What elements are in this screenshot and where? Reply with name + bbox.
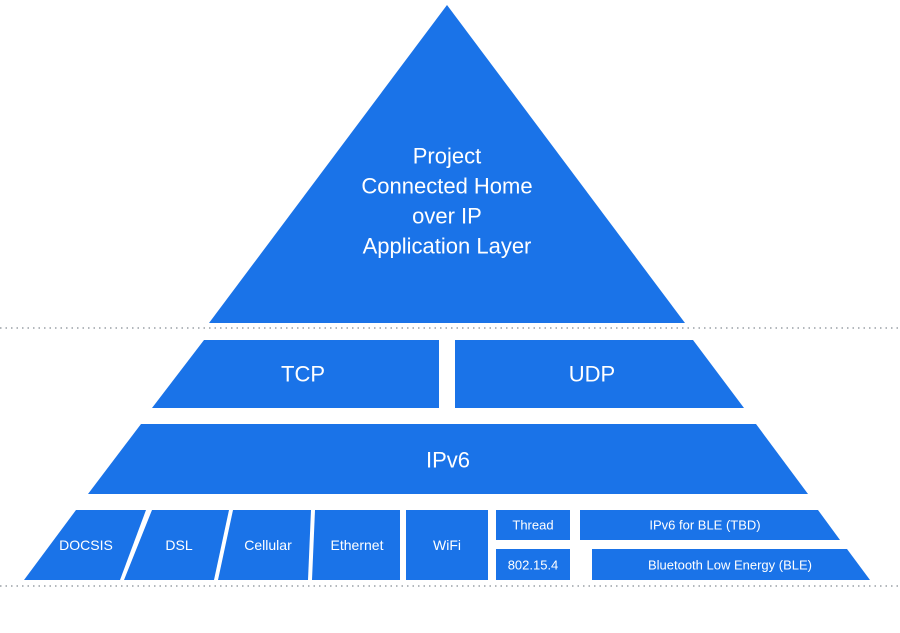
cellular-label: Cellular: [244, 537, 292, 553]
docsis-label: DOCSIS: [59, 537, 113, 553]
application-layer: Project Connected Home over IP Applicati…: [209, 5, 685, 323]
ipv6-label: IPv6: [426, 448, 470, 473]
dsl-block: [124, 510, 229, 580]
dsl-label: DSL: [165, 537, 192, 553]
transport-layer: TCP UDP: [152, 340, 744, 408]
ipv6-for-ble-label: IPv6 for BLE (TBD): [649, 518, 760, 533]
wifi-label: WiFi: [433, 537, 461, 553]
cellular-block: [218, 510, 311, 580]
network-layer: IPv6: [88, 424, 808, 494]
link-layer: DOCSIS DSL Cellular Ethernet WiFi Thread…: [24, 510, 870, 580]
udp-block: [455, 340, 744, 408]
tcp-block: [152, 340, 439, 408]
tcp-label: TCP: [281, 362, 325, 387]
ipv6-block: [88, 424, 808, 494]
ethernet-label: Ethernet: [331, 537, 384, 553]
ipv6-for-ble-block: [580, 510, 840, 540]
ble-block: [592, 549, 870, 580]
ethernet-block: [312, 510, 400, 580]
ieee802154-block: [496, 549, 570, 580]
thread-block: [496, 510, 570, 540]
application-layer-line-1: Project: [413, 144, 481, 169]
ieee802154-label: 802.15.4: [508, 558, 559, 573]
udp-label: UDP: [569, 362, 615, 387]
thread-label: Thread: [512, 518, 553, 533]
application-layer-line-4: Application Layer: [363, 234, 532, 259]
docsis-block: [24, 510, 146, 580]
ble-label: Bluetooth Low Energy (BLE): [648, 558, 812, 573]
application-layer-line-3: over IP: [412, 204, 482, 229]
wifi-block: [406, 510, 488, 580]
application-layer-triangle: [209, 5, 685, 323]
application-layer-line-2: Connected Home: [361, 174, 532, 199]
